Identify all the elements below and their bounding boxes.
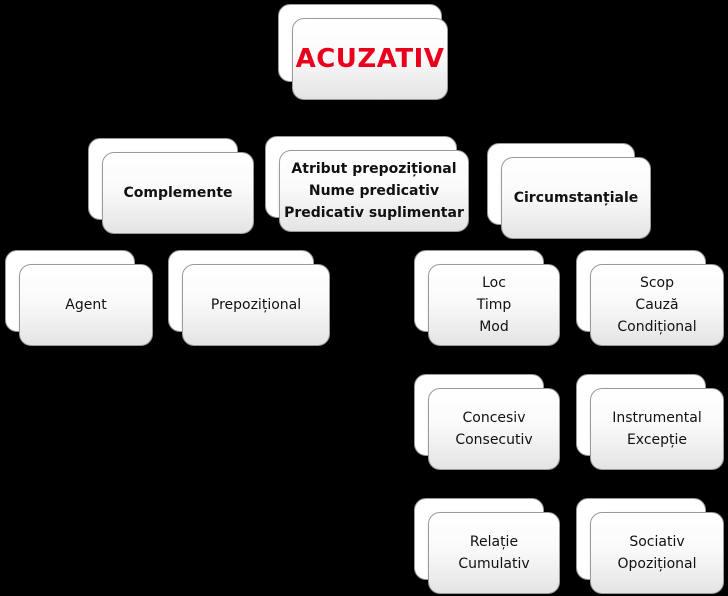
scop-cauza-conditional-label: Scop Cauză Condițional — [617, 275, 697, 335]
agent-label: Agent — [65, 297, 107, 313]
atribut-label: Atribut prepozițional Nume predicativ Pr… — [284, 161, 464, 221]
prepozitional-label: Prepozițional — [210, 297, 302, 313]
complemente-label: Complemente — [123, 185, 233, 201]
concesiv-consecutiv-label: Concesiv Consecutiv — [455, 410, 533, 448]
circumstantiale-label: Circumstanțiale — [513, 190, 639, 206]
relatie-cumulativ-label: Relație Cumulativ — [458, 534, 530, 572]
sociativ-opozitional-label: Sociativ Opozițional — [617, 534, 697, 572]
instrumental-exceptie-label: Instrumental Excepție — [612, 410, 702, 448]
root-label: ACUZATIV — [295, 44, 445, 74]
loc-timp-mod-label: Loc Timp Mod — [476, 275, 512, 335]
